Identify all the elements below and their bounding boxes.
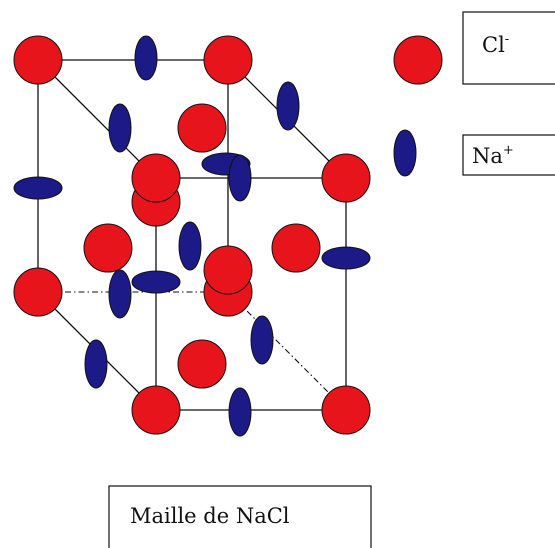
cl-ion [321, 153, 371, 203]
cl-ion [83, 223, 133, 273]
legend: Cl- Na+ [393, 11, 555, 177]
cl-ion [177, 339, 227, 389]
na-ion [228, 154, 252, 202]
cl-ion [321, 385, 371, 435]
na-ion [134, 35, 158, 81]
caption-border [108, 485, 372, 548]
cl-ion [177, 103, 227, 153]
na-ion [178, 221, 202, 271]
cl-ion [131, 153, 181, 203]
cl-ion [271, 223, 321, 273]
na-ion [321, 246, 371, 270]
na-ion [228, 387, 252, 437]
na-ion [131, 270, 181, 294]
na-ion [250, 315, 274, 365]
hidden-edges [38, 291, 347, 411]
legend-cl-symbol [393, 35, 443, 85]
cl-ion [131, 385, 181, 435]
cl-ion [203, 35, 253, 85]
legend-cl-label: Cl- [482, 32, 509, 57]
na-ion [13, 176, 63, 200]
legend-na-box [462, 134, 555, 176]
cl-ion [203, 245, 253, 295]
cl-ion [13, 35, 63, 85]
caption-box: Maille de NaCl [108, 485, 372, 548]
legend-na-label: Na+ [472, 143, 514, 168]
na-ion [108, 269, 132, 319]
na-ion [84, 339, 108, 389]
hidden-edge-bottom-right-depth [227, 291, 347, 411]
na-ion [108, 103, 132, 153]
legend-na-symbol [393, 129, 417, 177]
na-ion [276, 81, 300, 131]
cl-ion [13, 267, 63, 317]
ions [13, 35, 371, 437]
edge-top-left-depth [37, 59, 157, 179]
legend-cl-box [462, 11, 555, 85]
caption-text: Maille de NaCl [130, 504, 290, 528]
